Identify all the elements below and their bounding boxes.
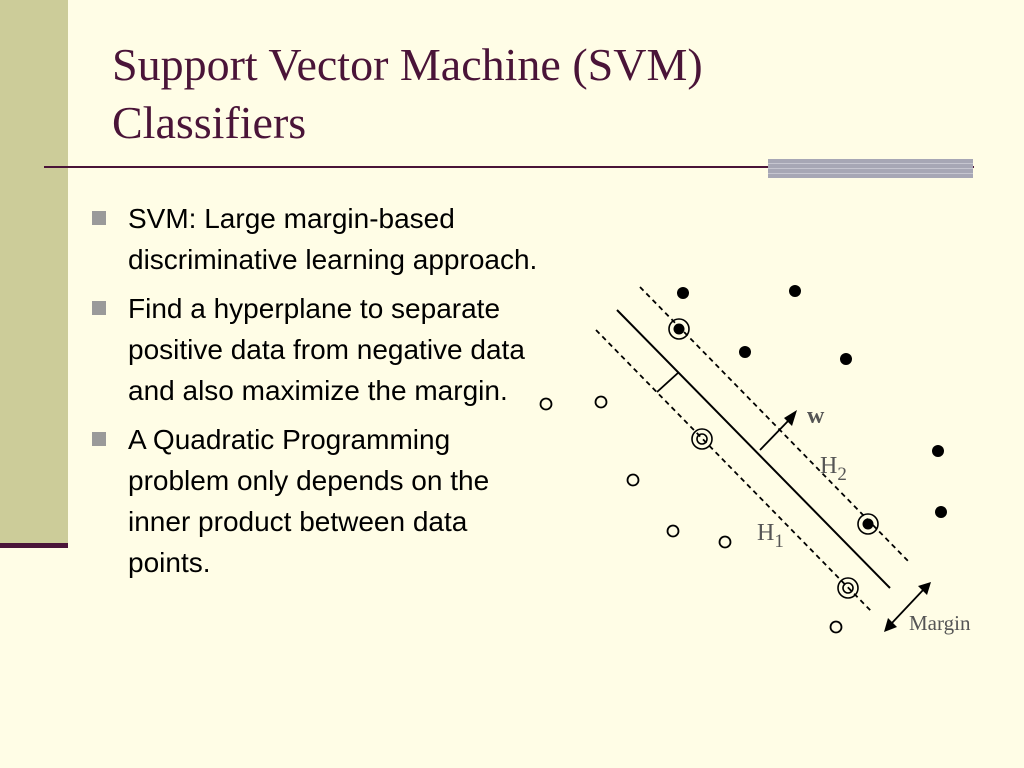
bullet-item: A Quadratic Programming problem only dep… (90, 419, 540, 583)
negative-point (626, 473, 640, 487)
positive-point (739, 346, 751, 358)
h1-margin-line (595, 329, 873, 613)
negative-support-vector (691, 428, 713, 450)
bullet-item: Find a hyperplane to separate positive d… (90, 288, 540, 411)
negative-point (666, 524, 680, 538)
bullet-item: SVM: Large margin-based discriminative l… (90, 198, 540, 280)
bullet-text: Find a hyperplane to separate positive d… (128, 293, 525, 406)
margin-tick (656, 371, 680, 393)
left-bar-underline (0, 543, 68, 548)
square-bullet-icon (92, 211, 106, 225)
h2-label-base: H (820, 453, 837, 479)
h2-margin-line (639, 286, 911, 564)
positive-support-vectors (668, 318, 879, 535)
slide-title-line-2: Classifiers (112, 97, 307, 148)
negative-support-vector (837, 577, 859, 599)
positive-point (677, 287, 689, 299)
positive-point (840, 353, 852, 365)
positive-support-vector (857, 513, 879, 535)
h2-label-subscript: 2 (837, 464, 847, 485)
title-divider (44, 166, 974, 168)
positive-point (935, 506, 947, 518)
bullet-text: A Quadratic Programming problem only dep… (128, 424, 490, 578)
w-vector-arrow (759, 410, 797, 451)
positive-point (789, 285, 801, 297)
slide-title: Support Vector Machine (SVM) Classifiers (112, 36, 972, 152)
square-bullet-icon (92, 301, 106, 315)
separating-hyperplane (616, 309, 891, 589)
square-bullet-icon (92, 432, 106, 446)
w-label: w (807, 403, 825, 429)
slide-title-line-1: Support Vector Machine (SVM) (112, 39, 703, 90)
negative-point (539, 397, 553, 411)
svm-diagram: w H2 H1 Margin (539, 285, 971, 635)
h1-label-subscript: 1 (774, 531, 784, 552)
left-decorative-bar (0, 0, 68, 546)
negative-point (718, 535, 732, 549)
h2-label: H2 (820, 453, 847, 485)
negative-point (829, 620, 843, 634)
bullet-list: SVM: Large margin-based discriminative l… (90, 198, 540, 591)
positive-point (932, 445, 944, 457)
positive-points (677, 285, 947, 518)
bullet-text: SVM: Large margin-based discriminative l… (128, 203, 538, 275)
title-accent-bar (768, 159, 973, 178)
negative-support-vectors (691, 428, 859, 599)
h1-label: H1 (757, 520, 784, 552)
margin-arrow (884, 582, 931, 632)
margin-label: Margin (909, 611, 971, 635)
h1-label-base: H (757, 520, 774, 546)
negative-points (539, 395, 843, 634)
positive-support-vector (668, 318, 690, 340)
negative-point (594, 395, 608, 409)
